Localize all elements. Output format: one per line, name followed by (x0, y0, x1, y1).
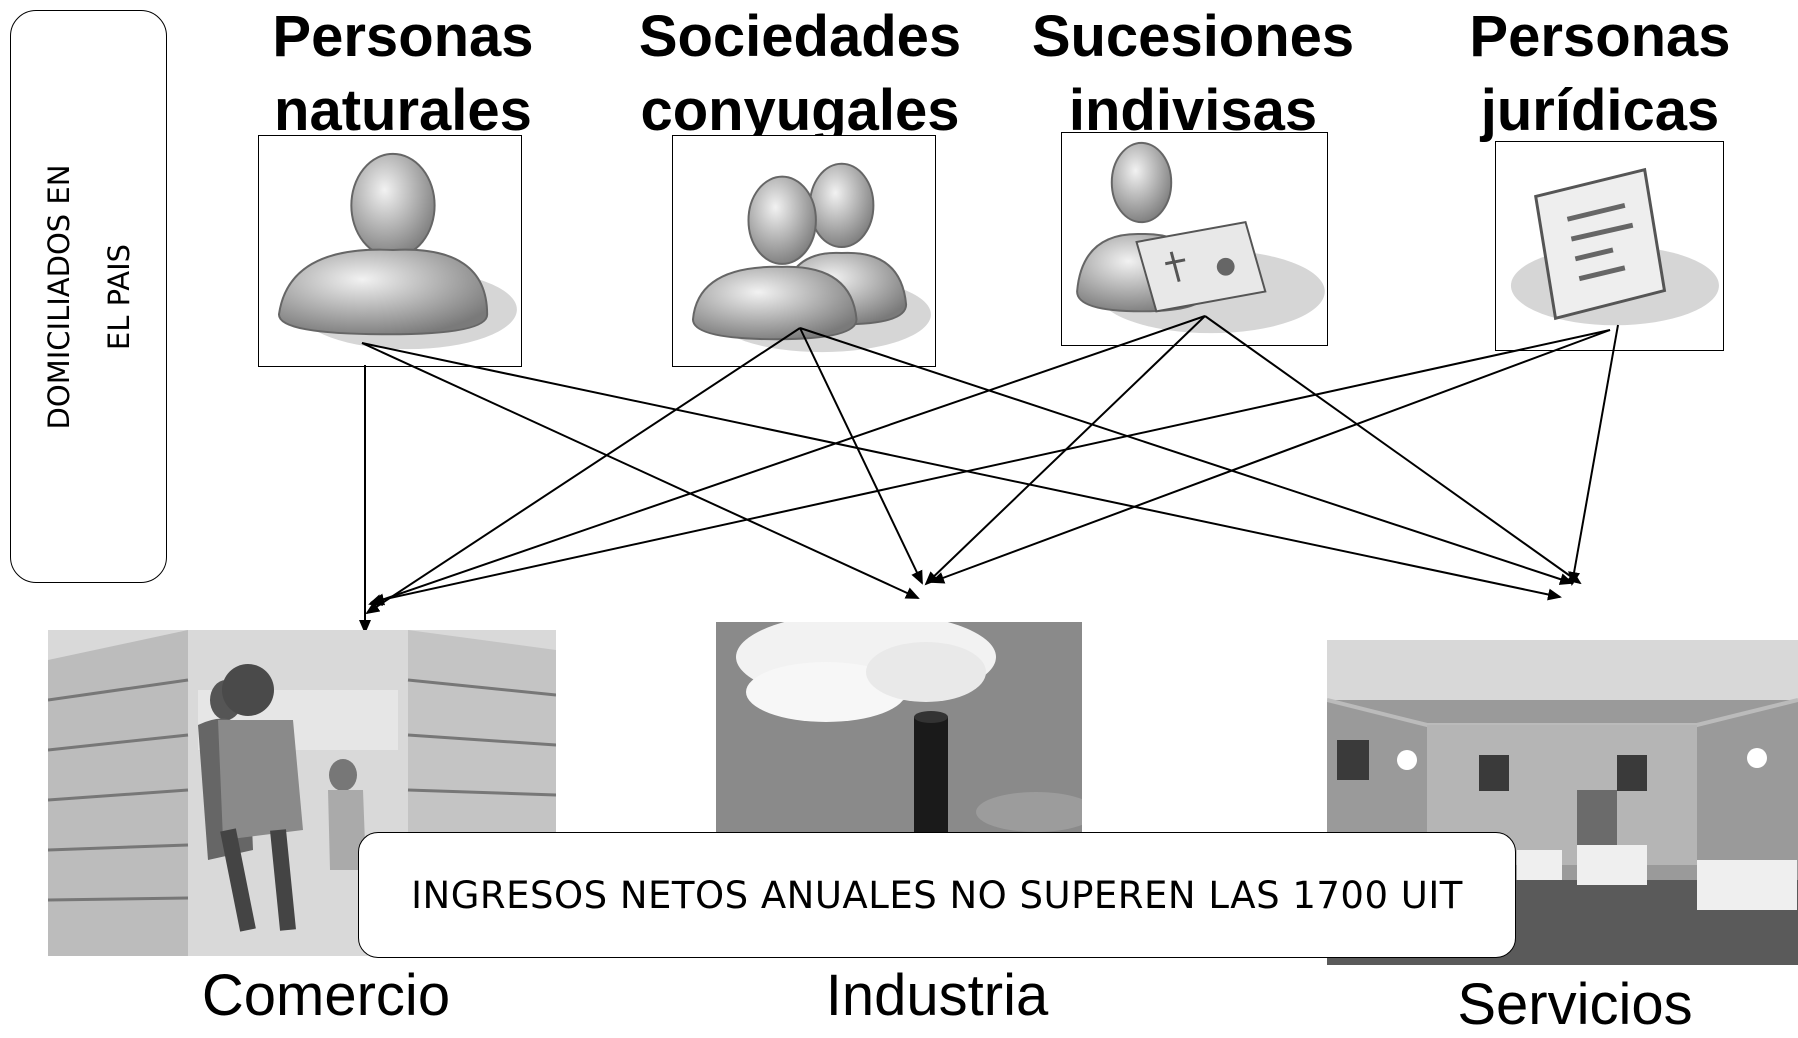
arrow-juridicas-comercio (370, 329, 1611, 606)
person-icon (277, 152, 517, 350)
domicile-label: DOMICILIADOS EN EL PAIS (41, 164, 136, 429)
title-sucesiones-indivisas: Sucesiones indivisas (1031, 4, 1355, 143)
label-comercio: Comercio (201, 963, 451, 1028)
document-icon (1510, 167, 1719, 326)
arrow-sucesiones-servicios (1204, 315, 1582, 585)
smokestack-photo (716, 622, 1082, 832)
condition-box: INGRESOS NETOS ANUALES NO SUPEREN LAS 17… (358, 832, 1516, 958)
arrow-sucesiones-industria (924, 315, 1206, 586)
domicile-label-box: DOMICILIADOS EN EL PAIS (10, 10, 167, 583)
label-servicios: Servicios (1457, 972, 1693, 1037)
document-icon-box (1495, 141, 1724, 351)
arrow-conyugales-comercio (365, 327, 801, 615)
couple-icon-box (672, 135, 936, 367)
certificate-icon-box (1061, 132, 1328, 346)
title-personas-juridicas: Personas jurídicas (1469, 4, 1731, 143)
arrow-naturales-industria (361, 342, 920, 599)
condition-text: INGRESOS NETOS ANUALES NO SUPEREN LAS 17… (411, 873, 1463, 917)
title-sociedades-conyugales: Sociedades conyugales (638, 4, 962, 143)
person-with-certificate-icon (1076, 141, 1325, 334)
arrow-juridicas-industria (930, 329, 1611, 584)
arrow-juridicas-servicios (1568, 324, 1619, 586)
person-icon-box (258, 135, 522, 367)
label-industria: Industria (825, 963, 1049, 1028)
arrow-naturales-servicios (361, 342, 1562, 601)
couple-icon (691, 162, 931, 353)
title-personas-naturales: Personas naturales (272, 4, 534, 143)
